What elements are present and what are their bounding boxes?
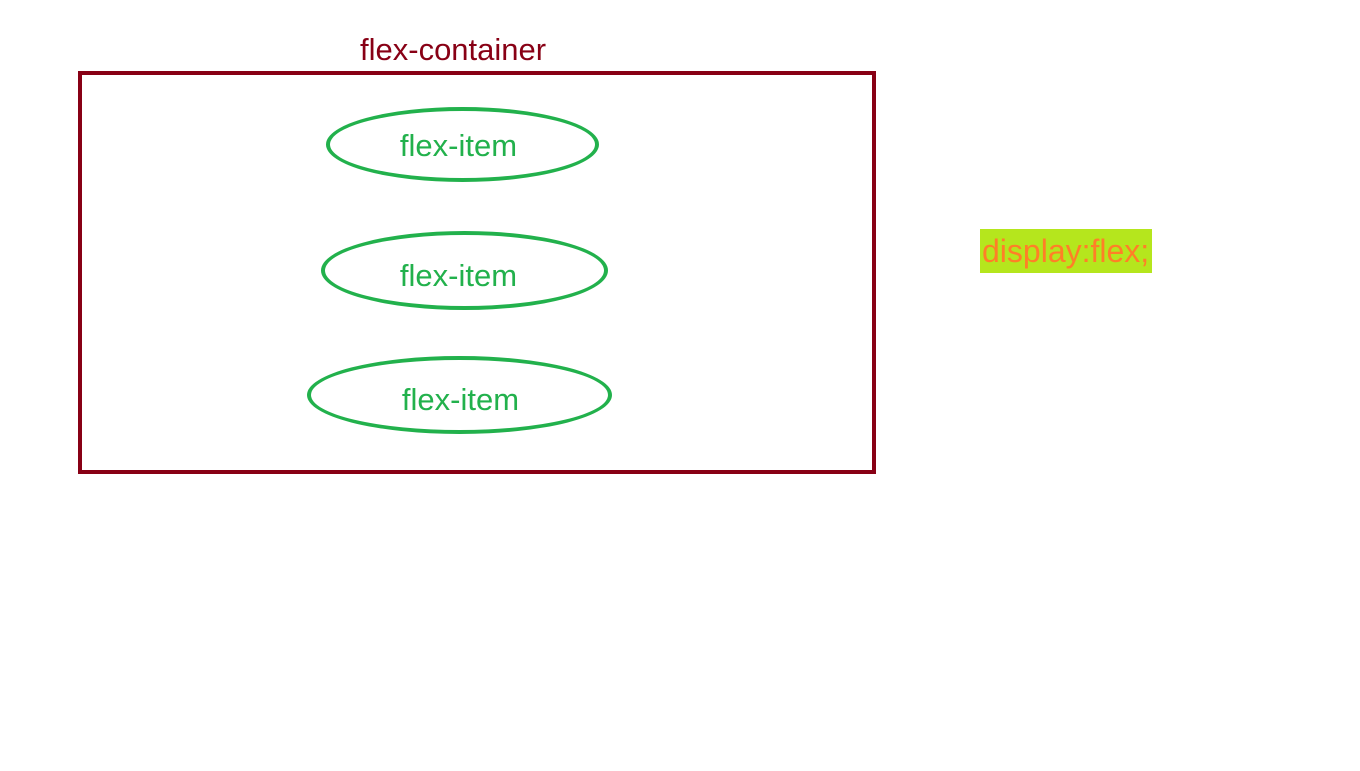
display-flex-code-label: display:flex;	[980, 229, 1153, 273]
flex-container-label: flex-container	[360, 32, 547, 67]
flex-item-ellipse: flex-item	[326, 107, 599, 182]
flex-item-ellipse: flex-item	[321, 231, 608, 310]
flex-item-label: flex-item	[399, 257, 518, 293]
flex-container-box	[78, 71, 876, 474]
flex-item-ellipse: flex-item	[307, 356, 612, 434]
flex-item-label: flex-item	[399, 127, 518, 163]
flex-item-label: flex-item	[401, 382, 520, 417]
